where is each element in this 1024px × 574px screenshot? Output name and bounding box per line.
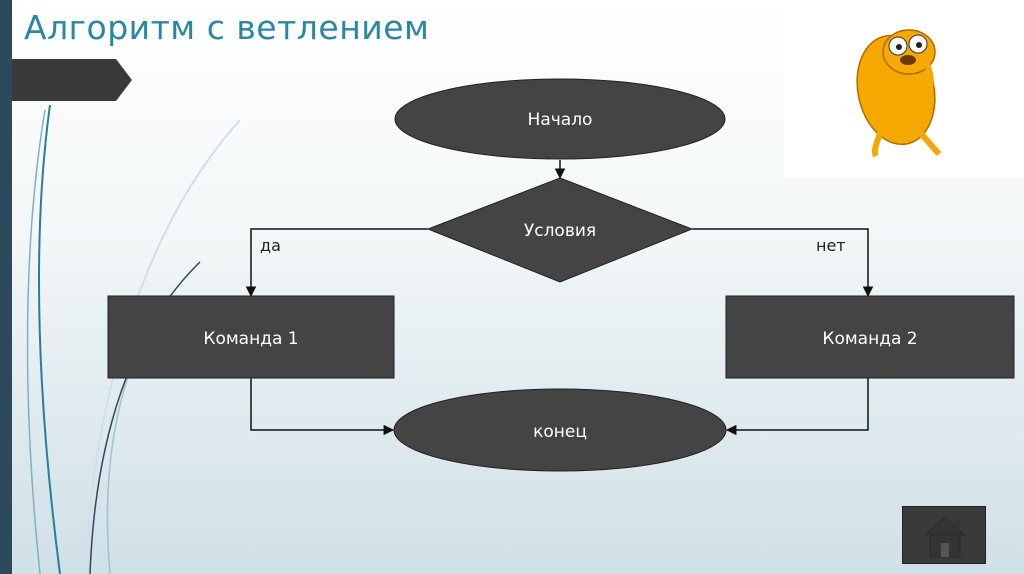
arrow-yes-branch	[245, 228, 428, 298]
end-label: конец	[533, 422, 587, 442]
home-icon	[923, 516, 967, 558]
yes-label: да	[260, 236, 281, 255]
start-terminal	[394, 78, 726, 160]
command1-process	[107, 295, 395, 379]
no-label: нет	[816, 236, 846, 255]
arrow-command2-to-end	[725, 378, 869, 436]
arrow-command1-to-end	[250, 378, 395, 436]
home-button[interactable]	[902, 506, 986, 564]
end-terminal	[393, 388, 727, 472]
command2-process	[725, 295, 1015, 379]
title-tab	[12, 59, 132, 101]
jake-character-icon	[856, 29, 942, 158]
arrow-no-branch	[692, 228, 874, 298]
command2-label: Команда 2	[822, 329, 918, 349]
condition-decision	[426, 177, 694, 283]
mascot-image	[784, 0, 1024, 178]
slide-title: Алгоритм с ветлением	[24, 8, 430, 47]
command1-label: Команда 1	[203, 329, 299, 349]
condition-label: Условия	[523, 221, 597, 241]
left-accent-bar	[0, 0, 12, 574]
start-label: Начало	[527, 110, 593, 130]
